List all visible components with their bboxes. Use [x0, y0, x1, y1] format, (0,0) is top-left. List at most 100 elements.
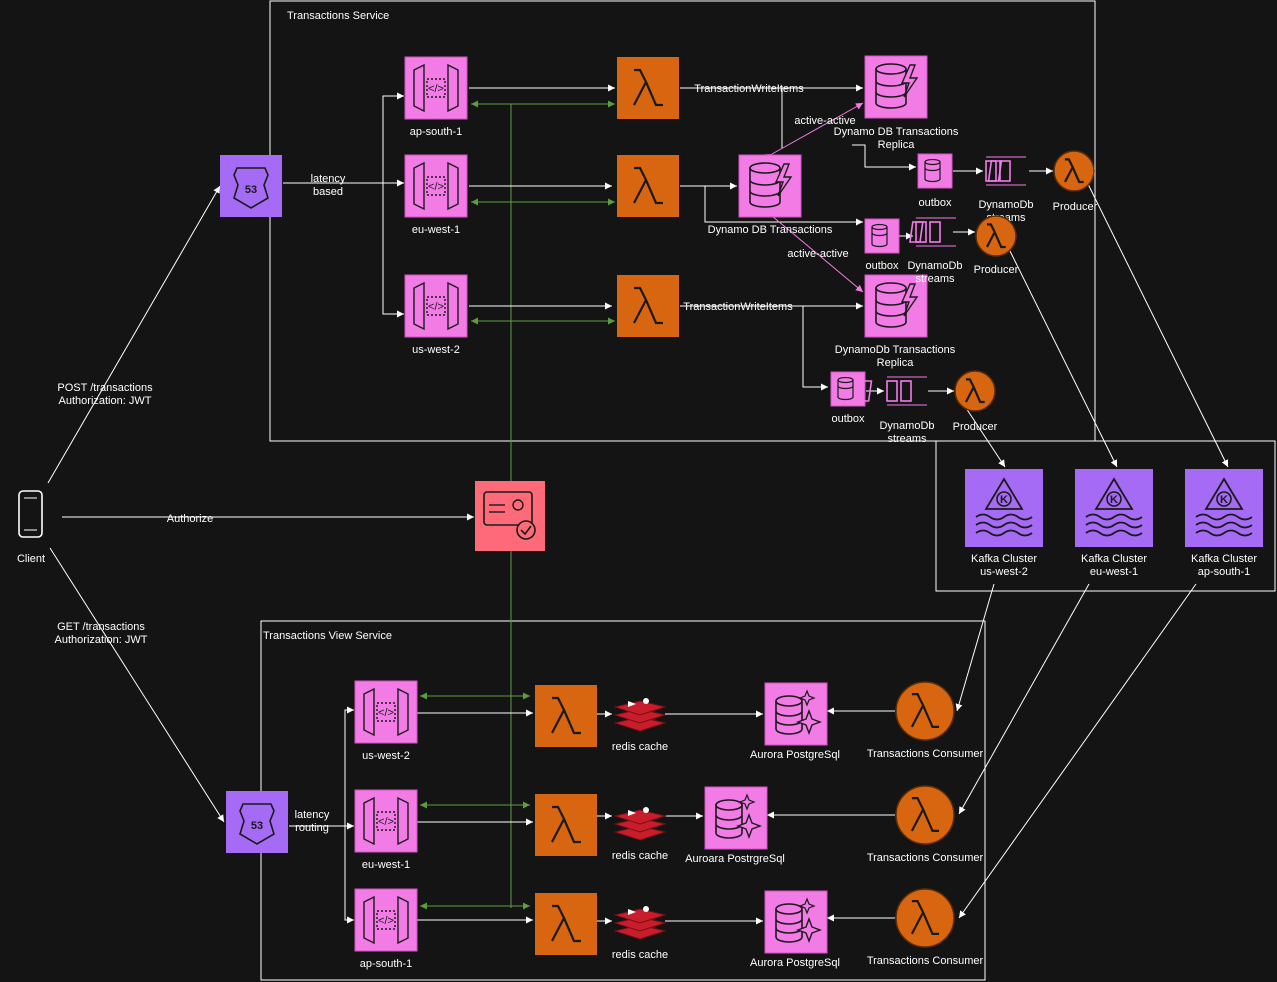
- api-gateway-icon: </>: [363, 687, 409, 737]
- aurora-postgresql-2[interactable]: Aurora PostgreSql: [750, 890, 840, 969]
- api-gateway-icon: </>: [413, 281, 459, 331]
- dynamodb-icon: [837, 376, 854, 401]
- read-gateway-0-label: us-west-2: [362, 750, 410, 762]
- producer-label-2: Producer: [953, 421, 998, 433]
- dynamodb-icon: [875, 63, 919, 109]
- svg-text:53: 53: [245, 184, 257, 196]
- write-gateways: </> ap-south-1 </> eu-west-1 </>us-west-2: [404, 56, 468, 356]
- write-lambda-1[interactable]: [617, 155, 679, 217]
- mobile-phone-icon: [18, 490, 43, 538]
- active-active-label-top: active-active: [794, 115, 855, 127]
- read-lambda-0[interactable]: [535, 685, 597, 747]
- write-items-label-bottom: TransactionWriteItems: [683, 301, 793, 313]
- read-gateway-2[interactable]: </> ap-south-1: [354, 888, 418, 970]
- write-gateway-0-label: ap-south-1: [410, 126, 463, 138]
- read-lambda-2[interactable]: [535, 893, 597, 955]
- redis-cache-1[interactable]: redis cache: [612, 807, 668, 862]
- write-lambda-2[interactable]: [617, 275, 679, 337]
- route53-icon: [239, 803, 275, 845]
- consumer-0[interactable]: Transactions Consumer: [867, 681, 984, 760]
- svg-text:53: 53: [251, 820, 263, 832]
- write-gateway-1-label: eu-west-1: [412, 224, 460, 236]
- lambda-icon: [910, 797, 940, 833]
- outbox-0[interactable]: outbox: [917, 153, 953, 209]
- write-items-label-top: TransactionWriteItems: [694, 83, 804, 95]
- read-gateway-0[interactable]: </> us-west-2: [354, 680, 418, 762]
- producer-2[interactable]: Producer: [953, 370, 998, 433]
- lambda-icon: [633, 166, 663, 205]
- streams-icon: [909, 217, 956, 247]
- producer-label-1: Producer: [974, 264, 1019, 276]
- lambda-icon: [910, 900, 940, 936]
- svg-text:K: K: [1110, 494, 1118, 506]
- write-gateway-0[interactable]: </> ap-south-1: [404, 56, 468, 138]
- redis-icon: [613, 698, 667, 732]
- api-gateway-icon: </>: [413, 161, 459, 211]
- route53-read[interactable]: 53: [226, 791, 288, 853]
- route53-icon: [233, 167, 269, 209]
- dynamo-main[interactable]: Dynamo DB Transactions: [708, 154, 833, 236]
- read-gateway-2-label: ap-south-1: [360, 958, 413, 970]
- dynamo-main-label: Dynamo DB Transactions: [708, 224, 833, 236]
- aurora-icon: [775, 897, 822, 943]
- id-card-icon: [483, 491, 533, 526]
- outbox-1[interactable]: outbox: [864, 218, 900, 272]
- outbox-2[interactable]: outbox: [830, 371, 866, 425]
- write-lambda-0[interactable]: [617, 57, 679, 119]
- producer-0[interactable]: Producer: [1053, 150, 1098, 213]
- dynamodb-icon: [924, 158, 941, 183]
- consumer-2[interactable]: Transactions Consumer: [867, 888, 984, 967]
- outbox-label-0: outbox: [918, 197, 952, 209]
- authorizer[interactable]: [475, 481, 545, 551]
- outbox-label-1: outbox: [865, 260, 899, 272]
- api-gateway-icon: </>: [363, 895, 409, 945]
- aurora-postgresql-1[interactable]: Auroara PostrgreSql: [685, 786, 785, 865]
- lambda-icon: [985, 223, 1006, 249]
- aurora-label-2: Aurora PostgreSql: [750, 957, 840, 969]
- read-gateway-1[interactable]: </>eu-west-1: [354, 789, 418, 871]
- consumer-label-1: Transactions Consumer: [867, 852, 984, 864]
- write-lambdas: [617, 57, 679, 337]
- redis-cache-0[interactable]: redis cache: [612, 698, 668, 753]
- api-gateway-icon: </>: [413, 63, 459, 113]
- consumer-1[interactable]: Transactions Consumer: [867, 785, 984, 864]
- lambda-icon: [551, 805, 581, 844]
- dynamodb-icon: [875, 282, 919, 328]
- svg-text:</>: </>: [378, 707, 394, 719]
- transactions-view-service-title: Transactions View Service: [263, 630, 392, 642]
- redis-label-0: redis cache: [612, 741, 668, 753]
- redis-icon: [613, 906, 667, 940]
- read-lambda-1[interactable]: [535, 794, 597, 856]
- write-gateway-1[interactable]: </> eu-west-1: [404, 154, 468, 236]
- consumer-label-2: Transactions Consumer: [867, 955, 984, 967]
- redis-cache-2[interactable]: redis cache: [612, 906, 668, 961]
- route53-write[interactable]: 53: [220, 155, 282, 217]
- aurora-label-0: Aurora PostgreSql: [750, 749, 840, 761]
- aurora-postgresql-0[interactable]: Aurora PostgreSql: [750, 682, 840, 761]
- lambda-icon: [910, 693, 940, 729]
- svg-text:K: K: [1000, 494, 1008, 506]
- client[interactable]: Client: [17, 490, 45, 565]
- producer-1[interactable]: Producer: [974, 215, 1019, 276]
- streams-icon: [857, 376, 927, 406]
- write-gateway-2[interactable]: </>us-west-2: [404, 274, 468, 356]
- aurora-label-1: Auroara PostrgreSql: [685, 853, 785, 865]
- client-label: Client: [17, 553, 45, 565]
- dynamodb-icon: [871, 223, 888, 248]
